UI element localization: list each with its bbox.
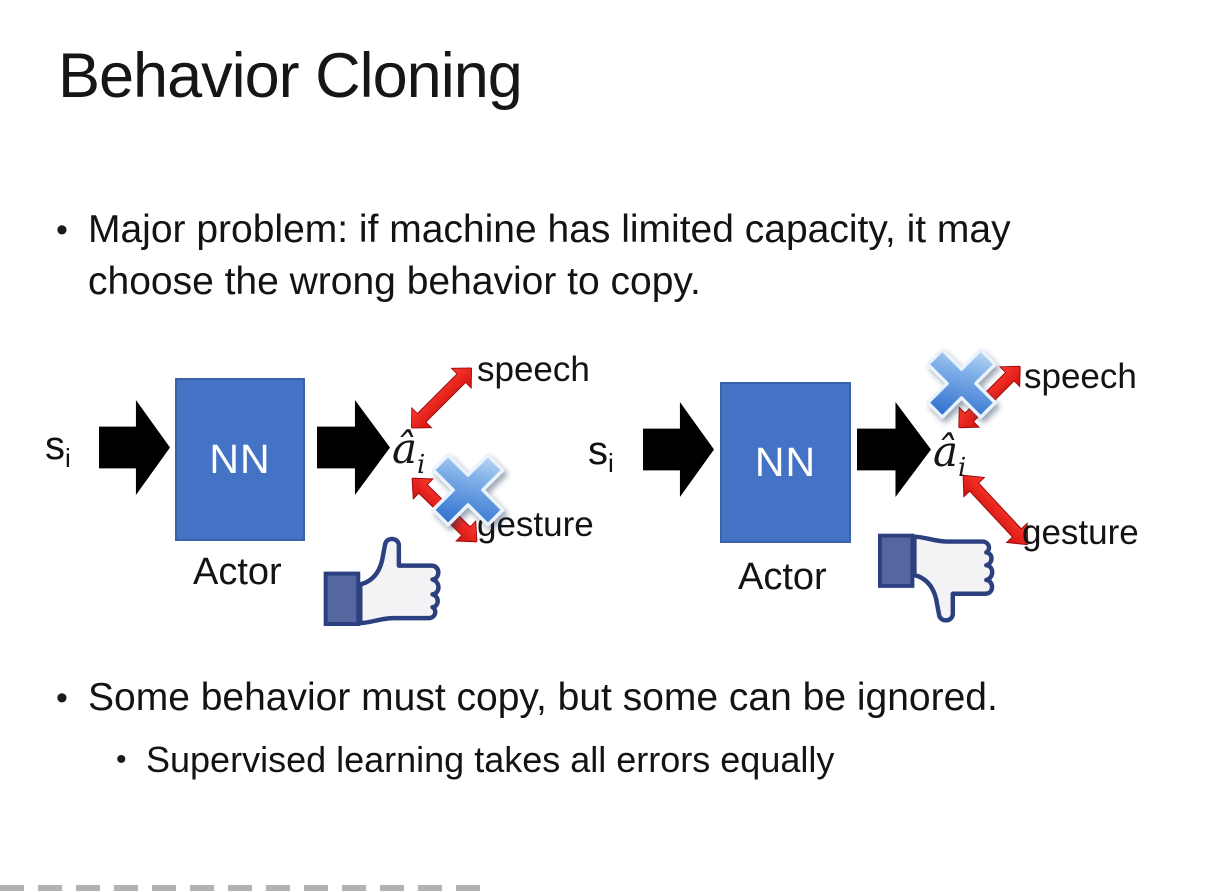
- bullet-marker: •: [56, 679, 68, 717]
- bullet-marker: •: [116, 743, 127, 776]
- thumbs-up-icon: [321, 534, 451, 628]
- slide-title: Behavior Cloning: [58, 41, 523, 111]
- bottom-sub-bullet-text: Supervised learning takes all errors equ…: [146, 739, 835, 780]
- action-subscript: i: [417, 450, 426, 480]
- action-symbol: â: [392, 424, 418, 473]
- right-input-arrow-icon: [643, 402, 714, 497]
- bottom-edge-dashes: [0, 885, 492, 891]
- top-bullet-text: Major problem: if machine has limited ca…: [88, 208, 1011, 303]
- right-gesture-arrow-icon: [952, 465, 1039, 555]
- right-speech-label: speech: [1024, 357, 1137, 396]
- state-subscript: i: [65, 443, 71, 473]
- top-bullet: • Major problem: if machine has limited …: [56, 204, 1086, 308]
- left-output-arrow-icon: [317, 400, 390, 495]
- left-speech-label: speech: [477, 350, 590, 389]
- left-cross-out-icon: [424, 446, 512, 534]
- state-symbol: s: [588, 429, 608, 473]
- right-state-label: si: [588, 429, 614, 479]
- right-cross-out-icon: [919, 341, 1004, 426]
- bullet-marker: •: [56, 211, 68, 249]
- left-input-arrow-icon: [99, 400, 170, 495]
- left-actor-label: Actor: [193, 551, 282, 593]
- right-actor-label: Actor: [738, 556, 827, 598]
- bottom-bullet-text: Some behavior must copy, but some can be…: [88, 676, 998, 719]
- right-action-label: âi: [933, 427, 966, 483]
- action-subscript: i: [958, 453, 967, 483]
- bottom-bullet: • Some behavior must copy, but some can …: [56, 672, 1156, 724]
- thumbs-down-icon: [876, 530, 1004, 627]
- left-speech-arrow-icon: [401, 357, 482, 438]
- state-subscript: i: [608, 448, 614, 478]
- right-nn-box: NN: [720, 382, 851, 543]
- right-gesture-label: gesture: [1022, 513, 1139, 552]
- left-nn-box: NN: [175, 378, 305, 541]
- left-nn-label: NN: [209, 436, 271, 482]
- state-symbol: s: [45, 424, 65, 468]
- bottom-sub-bullet: • Supervised learning takes all errors e…: [116, 735, 1116, 785]
- left-state-label: si: [45, 424, 71, 474]
- right-nn-label: NN: [754, 439, 817, 485]
- left-action-label: âi: [392, 424, 425, 480]
- action-symbol: â: [933, 427, 959, 476]
